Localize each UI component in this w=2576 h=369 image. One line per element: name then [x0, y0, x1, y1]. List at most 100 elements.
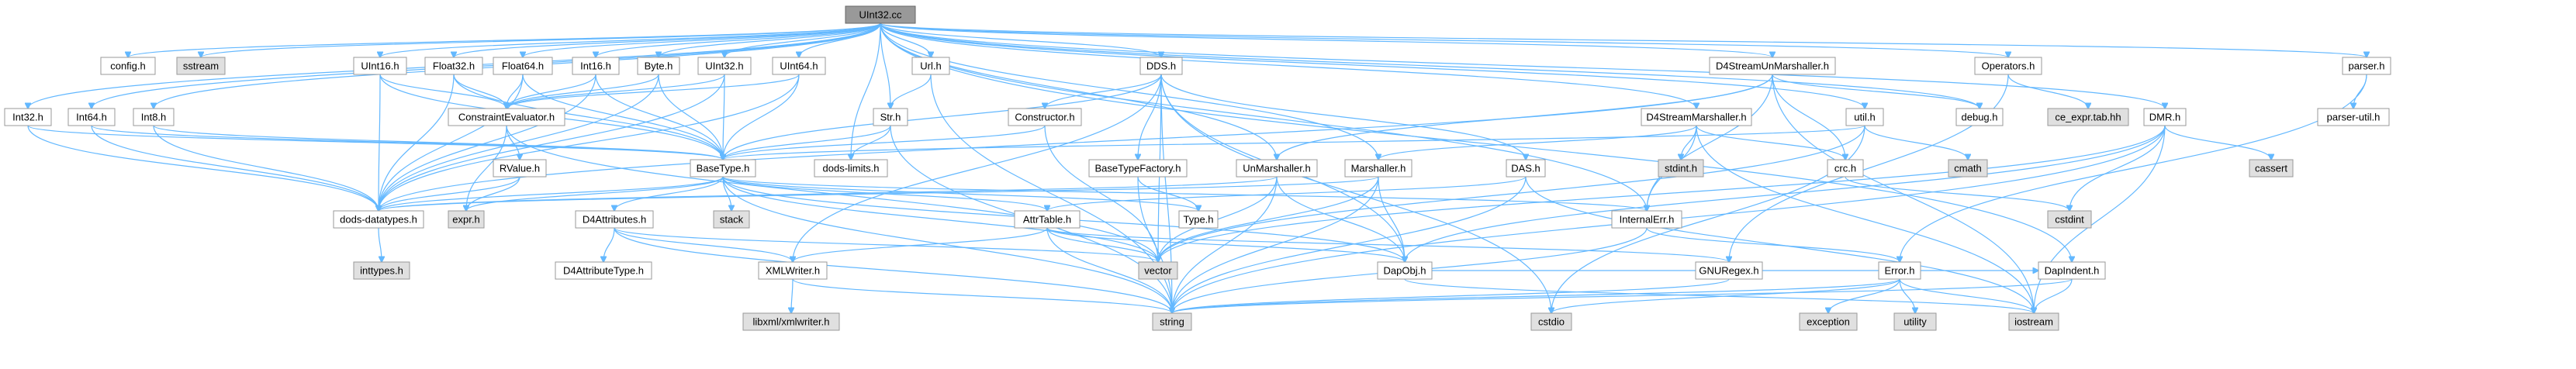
node-label: D4StreamMarshaller.h	[1646, 112, 1746, 123]
edge-basetype-h-to-string	[722, 176, 1172, 313]
edge-str-h-to-basetype-h	[723, 125, 891, 160]
node-cstdio: cstdio	[1530, 312, 1572, 331]
node-label: UInt32.h	[705, 60, 743, 72]
node-label: Type.h	[1183, 214, 1213, 226]
node-uint32-cc[interactable]: UInt32.cc	[845, 5, 916, 24]
edge-internalerr-h-to-error-h	[1646, 227, 1900, 262]
node-config-h[interactable]: config.h	[100, 57, 156, 75]
node-xmlwriter-h[interactable]: XMLWriter.h	[758, 261, 828, 280]
node-int64-h[interactable]: Int64.h	[67, 108, 116, 126]
edge-d4attributes-h-to-xmlwriter-h	[614, 227, 793, 262]
edge-layer	[28, 22, 2367, 313]
edge-int64-h-to-dods-datatypes-h	[91, 125, 379, 211]
node-label: Operators.h	[1982, 60, 2035, 72]
node-int8-h[interactable]: Int8.h	[133, 108, 175, 126]
node-label: Byte.h	[645, 60, 673, 72]
node-constraintevaluator-h[interactable]: ConstraintEvaluator.h	[448, 108, 565, 126]
node-gnuregex-h[interactable]: GNURegex.h	[1695, 261, 1763, 280]
node-d4attributetype-h[interactable]: D4AttributeType.h	[555, 261, 652, 280]
node-box	[1530, 312, 1572, 331]
node-type-h[interactable]: Type.h	[1178, 210, 1219, 229]
node-byte-h[interactable]: Byte.h	[637, 57, 680, 75]
edge-attrtable-h-to-string	[1046, 227, 1172, 313]
edge-d4attributes-h-to-d4attributetype-h	[603, 227, 615, 262]
node-rvalue-h[interactable]: RValue.h	[493, 159, 547, 178]
node-dds-h[interactable]: DDS.h	[1139, 57, 1183, 75]
node-box	[493, 159, 547, 178]
node-label: DMR.h	[2149, 112, 2180, 123]
edge-d4streammarshaller-h-to-marshaller-h	[1378, 125, 1697, 160]
edge-dmr-h-to-cstdint	[2069, 125, 2166, 211]
node-float32-h[interactable]: Float32.h	[424, 57, 483, 75]
node-unmarshaller-h[interactable]: UnMarshaller.h	[1236, 159, 1318, 178]
node-box	[1138, 261, 1178, 280]
node-label: Str.h	[880, 112, 901, 123]
edge-basetype-h-to-type-h	[722, 176, 1198, 211]
node-label: ConstraintEvaluator.h	[458, 112, 555, 123]
node-box	[1845, 108, 1884, 126]
node-internalerr-h[interactable]: InternalErr.h	[1611, 210, 1682, 229]
edge-d4streammarshaller-h-to-iostream	[1696, 125, 2034, 313]
node-box	[2047, 210, 2092, 229]
node-operators-h[interactable]: Operators.h	[1974, 57, 2042, 75]
node-d4streamunmarshaller-h[interactable]: D4StreamUnMarshaller.h	[1709, 57, 1836, 75]
node-label: Url.h	[920, 60, 941, 72]
edge-attrtable-h-to-xmlwriter-h	[793, 227, 1048, 262]
node-str-h[interactable]: Str.h	[873, 108, 908, 126]
node-basetype-h[interactable]: BaseType.h	[690, 159, 756, 178]
node-uint16-h[interactable]: UInt16.h	[353, 57, 407, 75]
edge-uint32-cc-to-float32-h	[454, 22, 881, 57]
node-uint64-h[interactable]: UInt64.h	[772, 57, 826, 75]
node-error-h[interactable]: Error.h	[1878, 261, 1921, 280]
node-crc-h[interactable]: crc.h	[1827, 159, 1864, 178]
edge-unmarshaller-h-to-dapobj-h	[1276, 176, 1405, 262]
node-dmr-h[interactable]: DMR.h	[2143, 108, 2187, 126]
node-box	[424, 57, 483, 75]
node-box	[353, 57, 407, 75]
node-dapobj-h[interactable]: DapObj.h	[1377, 261, 1433, 280]
node-label: Float32.h	[433, 60, 475, 72]
node-constructor-h[interactable]: Constructor.h	[1008, 108, 1082, 126]
node-label: utility	[1903, 316, 1927, 328]
node-uint32-h[interactable]: UInt32.h	[697, 57, 752, 75]
node-debug-h[interactable]: debug.h	[1955, 108, 2004, 126]
node-parser-h[interactable]: parser.h	[2342, 57, 2391, 75]
node-box	[1344, 159, 1412, 178]
node-label: iostream	[2014, 316, 2053, 328]
node-url-h[interactable]: Url.h	[911, 57, 950, 75]
node-float64-h[interactable]: Float64.h	[493, 57, 553, 75]
node-cstdint: cstdint	[2047, 210, 2092, 229]
node-d4streammarshaller-h[interactable]: D4StreamMarshaller.h	[1641, 108, 1752, 126]
node-box	[1506, 159, 1546, 178]
node-stack: stack	[713, 210, 750, 229]
node-d4attributes-h[interactable]: D4Attributes.h	[575, 210, 654, 229]
node-int32-h[interactable]: Int32.h	[4, 108, 52, 126]
node-box	[493, 57, 553, 75]
edge-uint32-cc-to-util-h	[880, 22, 1865, 109]
edge-error-h-to-string	[1172, 278, 1900, 313]
edge-uint32-cc-to-dmr-h	[880, 22, 2165, 109]
edge-dmr-h-to-vector	[1158, 125, 2166, 262]
node-label: inttypes.h	[360, 265, 403, 277]
edge-dapindent-h-to-string	[1172, 278, 2073, 313]
node-label: DapIndent.h	[2045, 265, 2100, 277]
node-dods-datatypes-h[interactable]: dods-datatypes.h	[333, 210, 424, 229]
node-util-h[interactable]: util.h	[1845, 108, 1884, 126]
node-box	[911, 57, 950, 75]
node-basetypefactory-h[interactable]: BaseTypeFactory.h	[1088, 159, 1188, 178]
node-libxml-xmlwriter-h: libxml/xmlwriter.h	[742, 312, 840, 331]
node-parser-util-h[interactable]: parser-util.h	[2317, 108, 2390, 126]
node-attrtable-h[interactable]: AttrTable.h	[1014, 210, 1081, 229]
node-marshaller-h[interactable]: Marshaller.h	[1344, 159, 1412, 178]
node-box	[176, 57, 226, 75]
edge-uint32-cc-to-float64-h	[523, 22, 881, 57]
node-int16-h[interactable]: Int16.h	[572, 57, 620, 75]
edge-error-h-to-cstdio	[1551, 278, 1900, 313]
node-label: ce_expr.tab.hh	[2055, 112, 2121, 123]
node-das-h[interactable]: DAS.h	[1506, 159, 1546, 178]
node-dapindent-h[interactable]: DapIndent.h	[2038, 261, 2106, 280]
node-dods-limits-h[interactable]: dods-limits.h	[814, 159, 888, 178]
node-box	[713, 210, 750, 229]
node-label: stack	[720, 214, 744, 226]
node-label: debug.h	[1962, 112, 1998, 123]
